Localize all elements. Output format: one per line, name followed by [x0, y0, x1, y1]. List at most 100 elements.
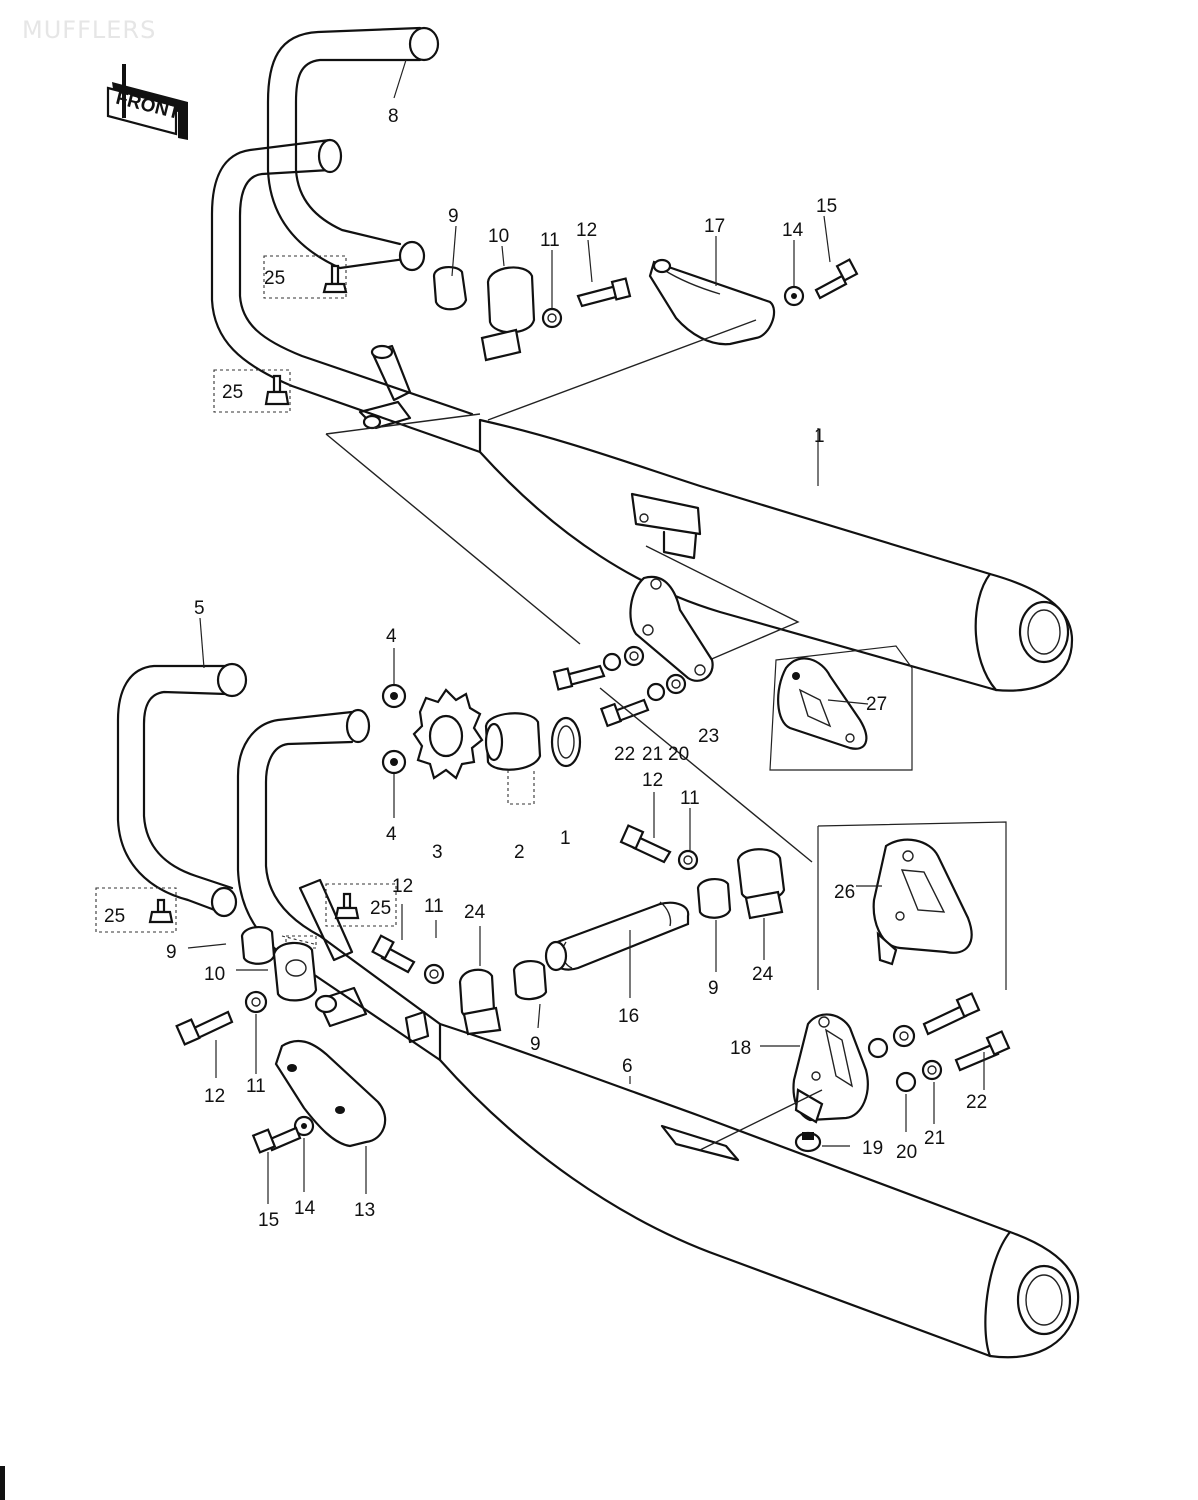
callout-27: 27 — [866, 694, 887, 715]
upper-washers-20-21 — [602, 645, 645, 672]
callout-14-top: 14 — [782, 220, 804, 241]
nut-4-top — [381, 683, 407, 709]
callout-24-left: 24 — [464, 902, 486, 923]
lower-exhaust-pipe-5 — [116, 662, 248, 918]
lower-muffler-6 — [281, 878, 1080, 1359]
callout-4-top: 4 — [386, 626, 397, 647]
callout-14-bottom: 14 — [294, 1198, 316, 1219]
callout-9-left: 9 — [166, 942, 177, 963]
lower-washers-20-21-a — [867, 1024, 916, 1059]
lower-washer-14 — [293, 1115, 315, 1137]
callout-11-top: 11 — [540, 230, 560, 251]
callout-12-bottom: 12 — [204, 1086, 225, 1107]
callout-16: 16 — [618, 1006, 639, 1027]
holder-2 — [484, 712, 542, 805]
lower-bolt-12-mid — [371, 934, 416, 974]
lower-nut-11-mid — [423, 963, 445, 985]
callout-12-mid: 12 — [642, 770, 663, 791]
lower-gasket-9-right — [696, 878, 732, 919]
upper-muffler-7 — [358, 344, 1074, 692]
lower-bolt-12-left — [175, 1010, 234, 1046]
callout-20-bottom: 20 — [896, 1142, 917, 1163]
upper-exhaust-pipe-outer — [210, 138, 482, 454]
callout-23: 23 — [698, 726, 719, 747]
upper-bolt-12 — [576, 277, 632, 308]
upper-screw-25-a — [263, 255, 348, 299]
lower-screw-25-d — [325, 883, 397, 927]
callout-26: 26 — [834, 882, 855, 903]
callout-22-mid: 22 — [614, 744, 635, 765]
callout-18: 18 — [730, 1038, 751, 1059]
callout-21-mid: 21 — [642, 744, 663, 765]
callout-21-bottom: 21 — [924, 1128, 945, 1149]
lower-nut-11-right — [677, 849, 699, 871]
bracket-plate-23 — [629, 575, 714, 682]
lower-clamp-10-left — [272, 941, 318, 1002]
upper-bolt-22-a — [552, 664, 606, 691]
upper-exhaust-pipe-8 — [266, 26, 440, 272]
lower-cover-13 — [274, 1039, 387, 1148]
upper-screw-25-b — [213, 369, 291, 413]
callout-9-center: 9 — [530, 1034, 541, 1055]
callout-10-top: 10 — [488, 226, 509, 247]
callout-2: 2 — [514, 842, 525, 863]
lower-gasket-9-left — [240, 926, 276, 965]
callout-9-right: 9 — [708, 978, 719, 999]
upper-bolt-15 — [814, 258, 859, 300]
gasket-1 — [550, 716, 582, 768]
callout-11-bottom: 11 — [246, 1076, 266, 1097]
upper-washer-14 — [783, 285, 805, 307]
lower-nut-11-left — [244, 990, 268, 1014]
lower-bolt-22-b — [954, 1030, 1011, 1072]
callout-1-top: 1 — [814, 426, 825, 447]
lower-screw-25-c — [95, 887, 177, 933]
front-direction-badge: FRONT — [106, 64, 188, 140]
callout-13: 13 — [354, 1200, 375, 1221]
callout-1: 1 — [560, 828, 571, 849]
leader-lines — [187, 59, 985, 1204]
upper-bolt-22-b — [599, 698, 650, 728]
bracket-18 — [792, 1013, 869, 1124]
page-edge-mark — [0, 1466, 5, 1500]
callout-10-left: 10 — [204, 964, 225, 985]
callout-25-a: 25 — [264, 268, 285, 289]
bracket-27 — [769, 645, 913, 771]
callout-24-right: 24 — [752, 964, 774, 985]
lower-clamp-24-left — [458, 968, 502, 1036]
callout-20-mid: 20 — [668, 744, 689, 765]
flange-3 — [412, 688, 484, 780]
upper-washers-20-21-b — [646, 673, 687, 702]
upper-clamp-10 — [480, 266, 536, 362]
upper-gasket-9 — [432, 266, 468, 311]
callout-22-bottom: 22 — [966, 1092, 987, 1113]
upper-cover-17 — [648, 258, 776, 346]
callout-25-c: 25 — [370, 898, 391, 919]
callout-19: 19 — [862, 1138, 883, 1159]
callout-12-low: 12 — [392, 876, 413, 897]
callout-3: 3 — [432, 842, 443, 863]
lower-washers-20-21-b — [895, 1059, 943, 1093]
callout-17: 17 — [704, 216, 725, 237]
callout-8: 8 — [388, 106, 399, 127]
crossover-pipe-16 — [544, 901, 690, 972]
callout-12-top: 12 — [576, 220, 597, 241]
callout-25-b: 25 — [222, 382, 243, 403]
lower-bolt-22-a — [922, 992, 981, 1036]
page-title: MUFFLERS — [22, 16, 157, 44]
lower-gasket-9-center — [512, 960, 548, 1001]
callout-5: 5 — [194, 598, 205, 619]
washer-19 — [794, 1131, 822, 1153]
callout-6: 6 — [622, 1056, 633, 1077]
upper-nut-11 — [541, 307, 563, 329]
callout-4-bottom: 4 — [386, 824, 397, 845]
callout-9-top: 9 — [448, 206, 459, 227]
callout-15-top: 15 — [816, 196, 837, 217]
callout-11-low: 11 — [424, 896, 444, 917]
callout-11-mid: 11 — [680, 788, 700, 809]
lower-bolt-15 — [251, 1126, 302, 1154]
lower-clamp-24-right — [736, 848, 786, 920]
lower-bolt-12-right — [619, 824, 672, 864]
callout-25-d: 25 — [104, 906, 125, 927]
callout-15-bottom: 15 — [258, 1210, 279, 1231]
